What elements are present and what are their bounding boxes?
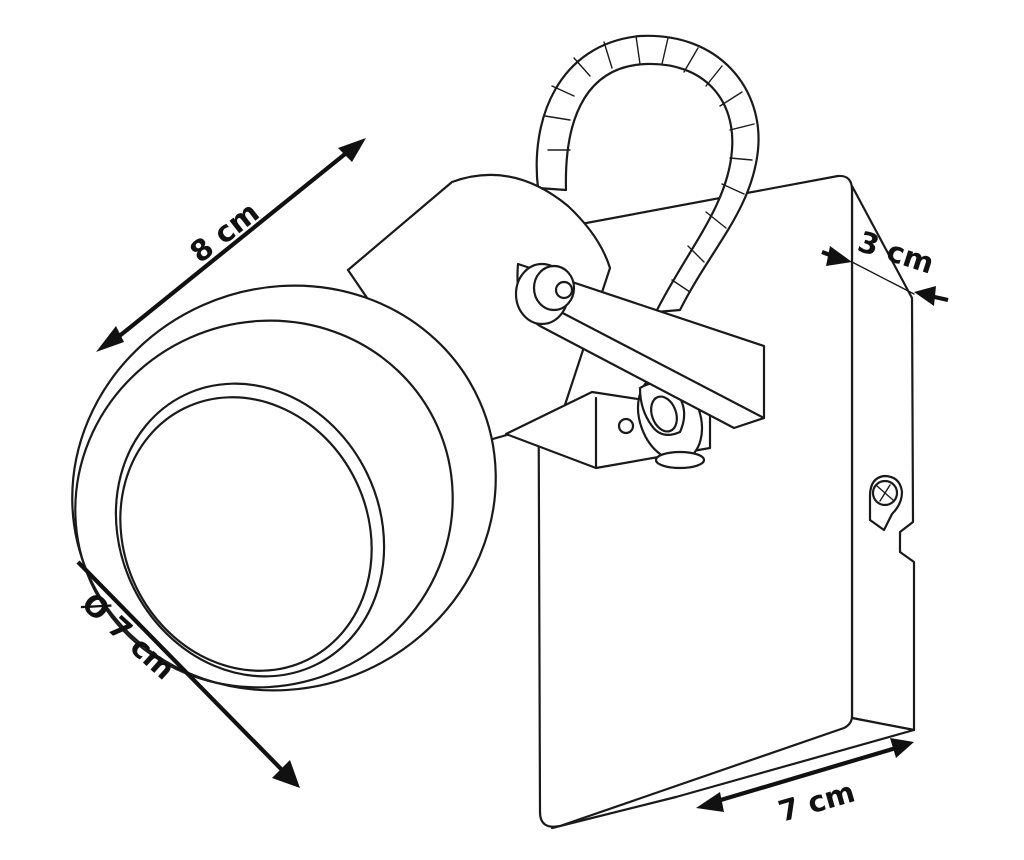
dimension-length-line (110, 148, 352, 344)
spotlight-head (71, 173, 612, 692)
dimension-depth-extension (851, 261, 915, 295)
mounting-bracket (504, 262, 766, 470)
dimension-length-label: 8 cm (183, 195, 265, 270)
dimension-diameter-arrow-end (272, 760, 300, 788)
dimension-width-arrow-start (696, 792, 724, 812)
dimension-depth-arrow-right (914, 286, 936, 306)
dimension-width-arrow-end (890, 738, 914, 758)
dimension-depth-arrow-left (826, 246, 852, 266)
dimension-length-arrow-end (338, 138, 366, 162)
dimension-diameter-line (76, 560, 286, 774)
cable (535, 34, 760, 314)
dimension-width-line (713, 745, 897, 805)
dimension-length-arrow-start (96, 326, 124, 352)
cable-loop (535, 34, 760, 314)
lamp-lens (119, 396, 373, 672)
dimension-width-label: 7 cm (775, 775, 859, 829)
lamp-rim-ring (74, 319, 454, 689)
lamp-lens-outer (114, 382, 386, 678)
lamp-body (346, 173, 612, 448)
